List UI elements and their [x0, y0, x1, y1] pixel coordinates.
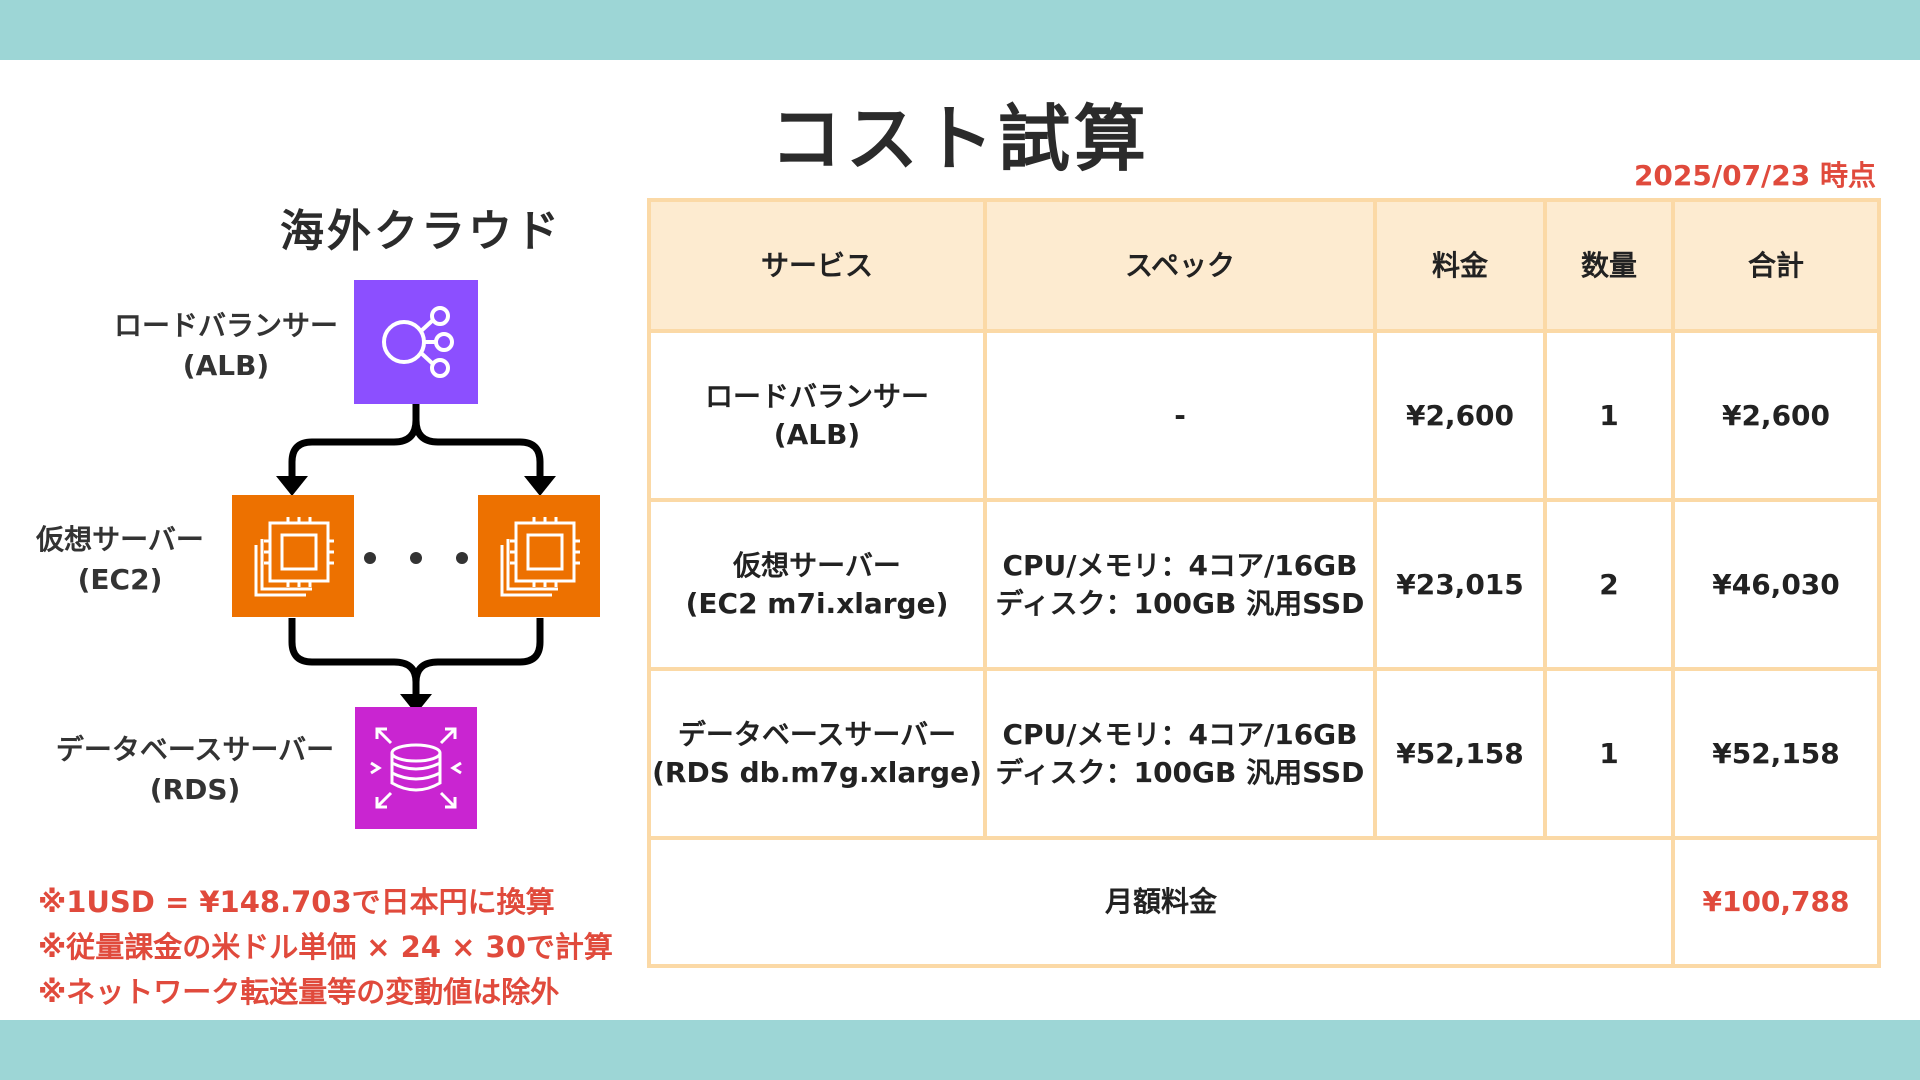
date-note: 2025/07/23 時点: [1633, 159, 1876, 192]
note-exchange-rate: ※1USD = ¥148.703で日本円に換算: [38, 885, 555, 919]
cell-spec: CPU/メモリ：4コア/16GB ディスク：100GB 汎用SSD: [983, 498, 1377, 671]
table-row: ロードバランサー (ALB) - ¥2,600 1 ¥2,600: [647, 329, 1881, 502]
cell-service: 仮想サーバー (EC2 m7i.xlarge): [647, 498, 987, 671]
top-band: [0, 0, 1920, 60]
header-quantity: 数量: [1543, 198, 1675, 333]
cell-price: ¥23,015: [1373, 498, 1547, 671]
service-name: ロードバランサー: [704, 379, 929, 413]
service-detail: (ALB): [773, 417, 861, 451]
spec-line: ディスク：100GB 汎用SSD: [995, 755, 1365, 789]
monthly-label: 月額料金: [647, 836, 1675, 968]
cell-service: データベースサーバー (RDS db.m7g.xlarge): [647, 667, 987, 840]
section-title: 海外クラウド: [280, 206, 562, 257]
architecture-diagram: ロードバランサー (ALB) 仮想サーバー (EC2): [0, 270, 640, 850]
cell-total: ¥2,600: [1671, 329, 1881, 502]
spec-line: ディスク：100GB 汎用SSD: [995, 586, 1365, 620]
cell-quantity: 2: [1543, 498, 1675, 671]
ec2-label: 仮想サーバー (EC2): [30, 520, 210, 600]
cell-quantity: 1: [1543, 667, 1675, 840]
ellipsis-dots: [364, 552, 468, 564]
page-title: コスト試算: [769, 97, 1150, 181]
header-total: 合計: [1671, 198, 1881, 333]
cell-total: ¥52,158: [1671, 667, 1881, 840]
monthly-total-value: ¥100,788: [1671, 836, 1881, 968]
ec2-instance-icon-1: [232, 495, 354, 617]
cell-spec: -: [983, 329, 1377, 502]
ec2-label-line1: 仮想サーバー: [36, 523, 204, 556]
header-service: サービス: [647, 198, 987, 333]
spec-line: CPU/メモリ：4コア/16GB: [1002, 548, 1358, 582]
rds-label: データベースサーバー (RDS): [40, 730, 350, 810]
rds-label-line2: (RDS): [149, 773, 241, 806]
rds-label-line1: データベースサーバー: [55, 733, 335, 766]
service-detail: (RDS db.m7g.xlarge): [652, 755, 982, 789]
alb-label-line1: ロードバランサー: [113, 309, 338, 342]
alb-label-line2: (ALB): [182, 349, 270, 382]
elastic-load-balancing-icon: [354, 280, 478, 404]
header-price: 料金: [1373, 198, 1547, 333]
note-exclusion: ※ネットワーク転送量等の変動値は除外: [38, 975, 560, 1009]
notes: ※1USD = ¥148.703で日本円に換算 ※従量課金の米ドル単価 × 24…: [38, 880, 613, 1015]
cell-price: ¥52,158: [1373, 667, 1547, 840]
cost-table: サービス スペック 料金 数量 合計 ロードバランサー (ALB) - ¥2,6…: [647, 198, 1881, 968]
spec-line: CPU/メモリ：4コア/16GB: [1002, 717, 1358, 751]
cell-spec: CPU/メモリ：4コア/16GB ディスク：100GB 汎用SSD: [983, 667, 1377, 840]
table-row: 仮想サーバー (EC2 m7i.xlarge) CPU/メモリ：4コア/16GB…: [647, 498, 1881, 671]
cell-service: ロードバランサー (ALB): [647, 329, 987, 502]
monthly-total-row: 月額料金 ¥100,788: [647, 836, 1881, 968]
ec2-instance-icon-2: [478, 495, 600, 617]
rds-database-icon: [355, 707, 477, 829]
service-name: データベースサーバー: [677, 717, 957, 751]
service-detail: (EC2 m7i.xlarge): [685, 586, 949, 620]
service-name: 仮想サーバー: [733, 548, 901, 582]
bottom-band: [0, 1020, 1920, 1080]
alb-label: ロードバランサー (ALB): [96, 306, 356, 386]
header-spec: スペック: [983, 198, 1377, 333]
table-header-row: サービス スペック 料金 数量 合計: [647, 198, 1881, 333]
table-row: データベースサーバー (RDS db.m7g.xlarge) CPU/メモリ：4…: [647, 667, 1881, 840]
spec-line: -: [1174, 398, 1186, 432]
cell-quantity: 1: [1543, 329, 1675, 502]
connector-arrows: [276, 402, 556, 714]
cell-total: ¥46,030: [1671, 498, 1881, 671]
ec2-label-line2: (EC2): [77, 563, 163, 596]
cell-price: ¥2,600: [1373, 329, 1547, 502]
note-calculation: ※従量課金の米ドル単価 × 24 × 30で計算: [38, 930, 613, 964]
